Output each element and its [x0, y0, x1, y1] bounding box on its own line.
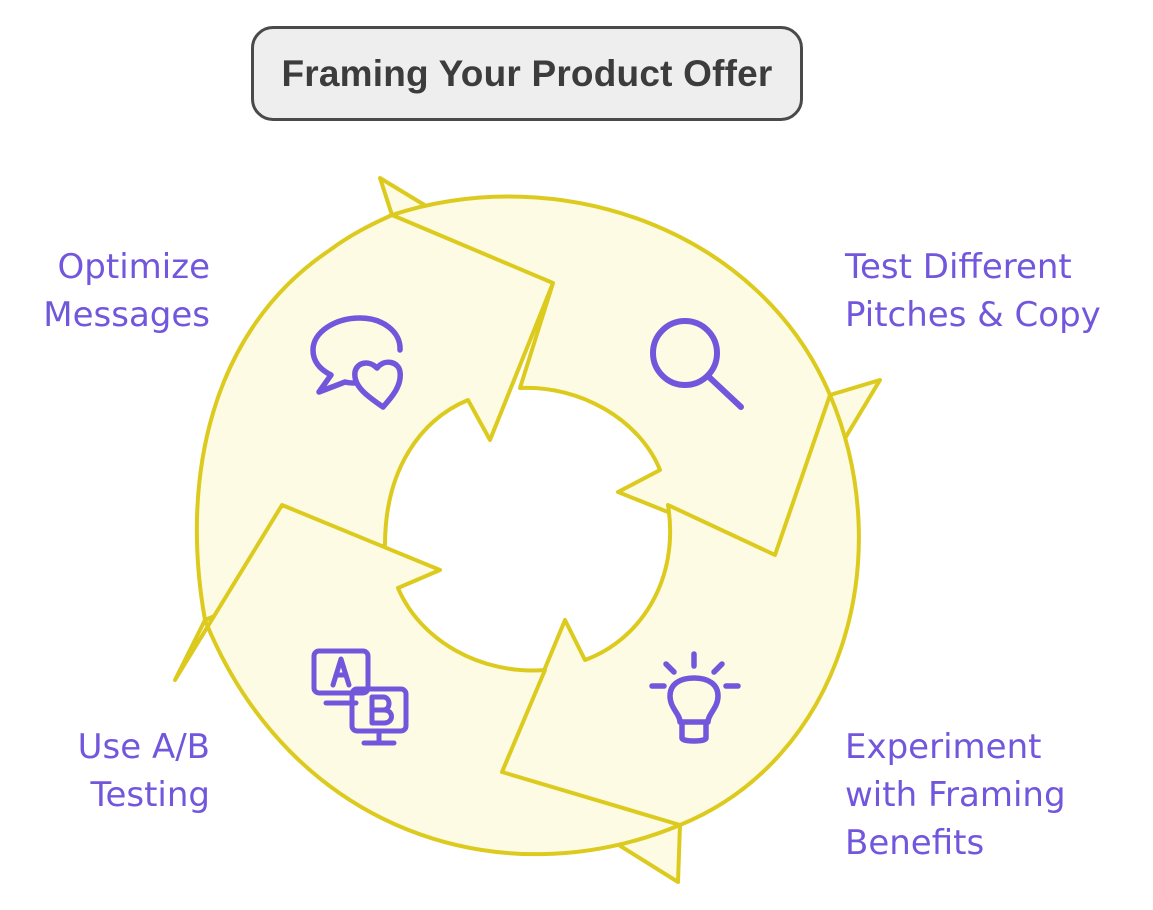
cycle-arrow-top-right — [390, 194, 882, 557]
ab-monitors-icon — [311, 648, 409, 746]
cycle-arrow-bottom-right — [500, 393, 861, 884]
cycle-arrow-bottom-left — [173, 503, 682, 857]
magnifier-icon — [650, 318, 744, 410]
step-label-ab-testing: Use A/B Testing — [77, 727, 210, 815]
lightbulb-icon — [649, 651, 741, 744]
step-label-optimize-messages: Optimize Messages — [43, 247, 210, 335]
step-label-experiment-framing: Experiment with Framing Benefits — [845, 727, 1066, 863]
title-box: Framing Your Product Offer — [251, 26, 803, 121]
step-label-test-pitches: Test Different Pitches & Copy — [845, 247, 1101, 335]
diagram-title: Framing Your Product Offer — [281, 52, 773, 94]
chat-heart-icon — [310, 315, 403, 410]
